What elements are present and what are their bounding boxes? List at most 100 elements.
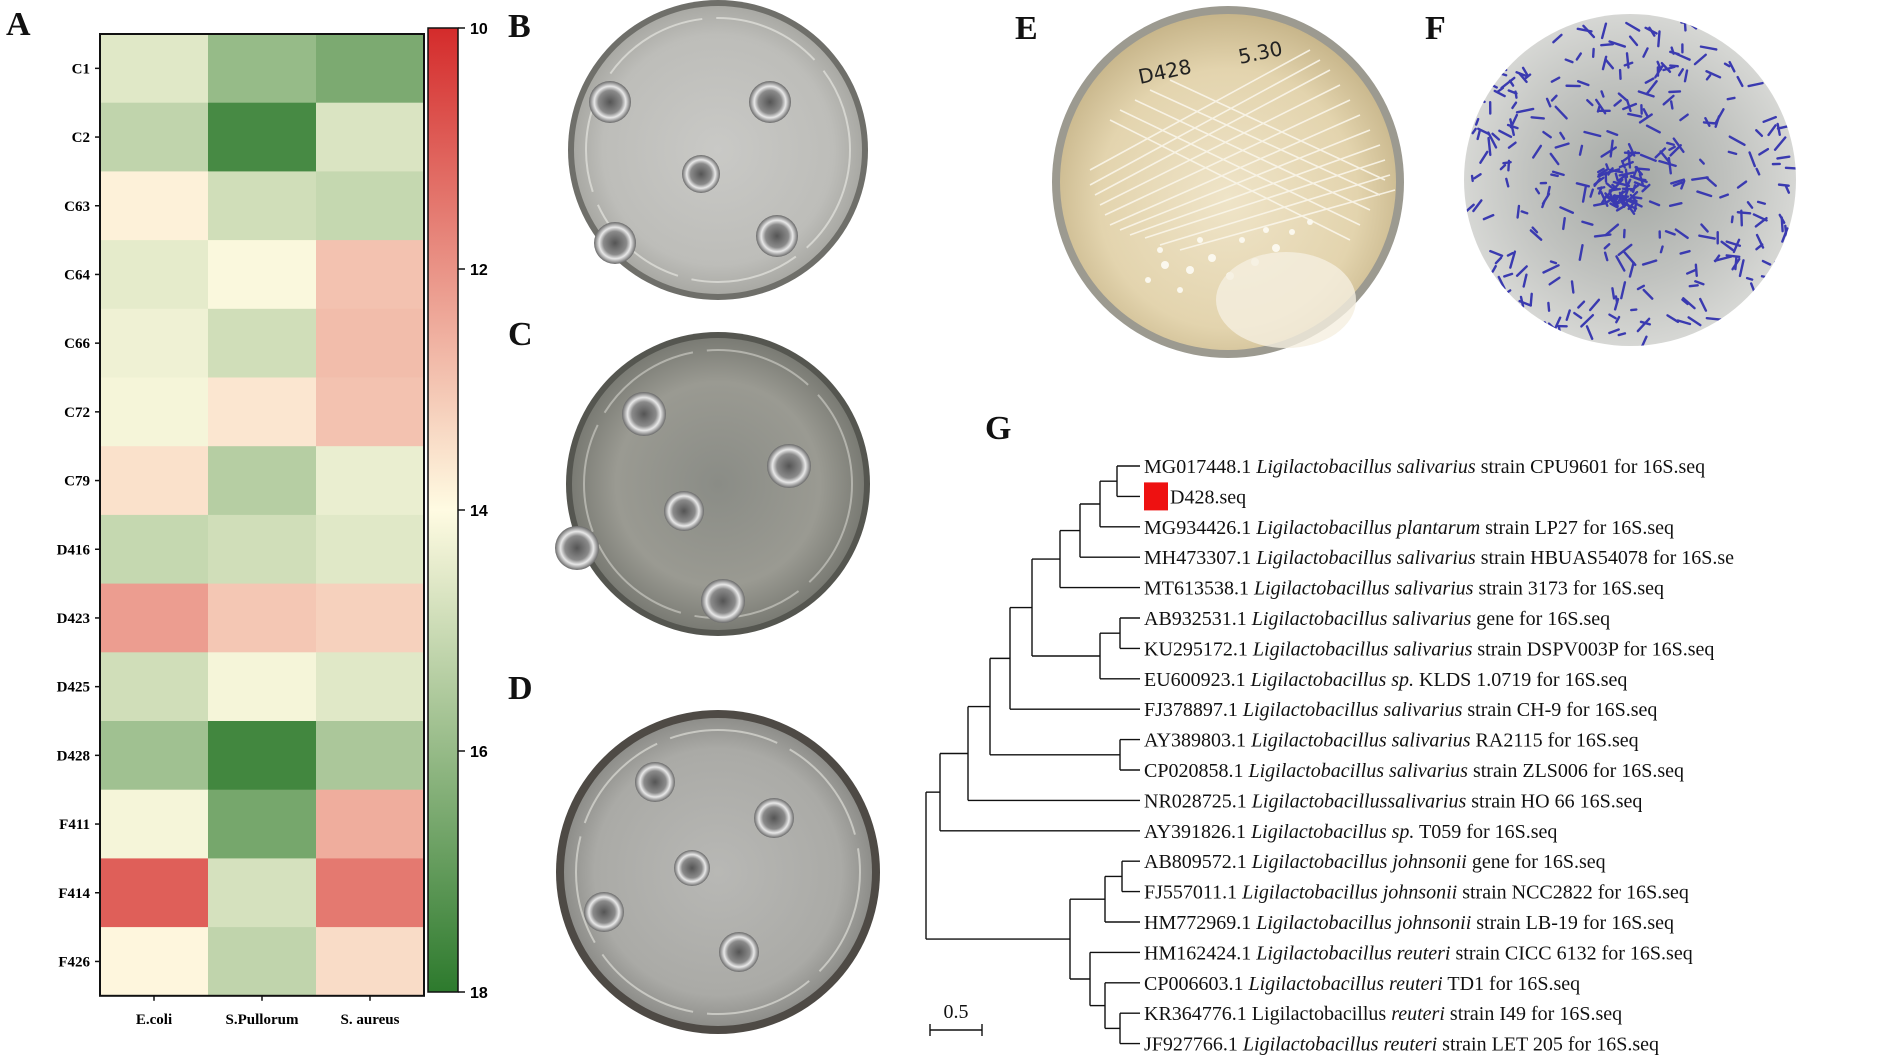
heatmap-cell	[208, 240, 317, 310]
heatmap-cell	[316, 377, 425, 447]
streak-plate-panel: D428 5.30	[1052, 6, 1404, 358]
heatmap-row-label: D425	[57, 680, 90, 696]
heatmap-col-label: S. aureus	[341, 1012, 400, 1028]
well-b2	[749, 81, 791, 123]
tree-leaf-label: D428.seq	[1170, 486, 1246, 508]
heatmap-cell	[316, 721, 425, 791]
heatmap-cell	[208, 789, 317, 859]
heatmap-cell	[100, 377, 209, 447]
heatmap-row-label: C2	[72, 130, 90, 146]
heatmap-cell	[100, 308, 209, 378]
heatmap-cell	[316, 652, 425, 722]
colorbar-tick-label: 10	[470, 21, 488, 38]
heatmap-cell	[316, 927, 425, 997]
heatmap-col-label: S.Pullorum	[226, 1012, 299, 1028]
heatmap-cell	[100, 652, 209, 722]
colorbar-tick-label: 16	[470, 744, 488, 761]
heatmap-cell	[316, 583, 425, 653]
well-d4	[584, 892, 624, 932]
tree-leaf-label: AY391826.1 Ligilactobacillus sp. T059 fo…	[1144, 821, 1557, 843]
tree-leaf-label: KU295172.1 Ligilactobacillus salivarius …	[1144, 638, 1714, 660]
well-c1	[622, 392, 666, 436]
heatmap-cell	[100, 34, 209, 104]
heatmap-cell	[100, 446, 209, 516]
tree-leaf-label: KR364776.1 Ligilactobacillus reuteri str…	[1144, 1003, 1622, 1025]
heatmap-row-label: C72	[64, 405, 90, 421]
heatmap-cell	[100, 102, 209, 172]
well-c3	[664, 491, 704, 531]
heatmap-cell	[316, 240, 425, 310]
panel-label-d: D	[508, 670, 533, 707]
well-b3	[682, 155, 720, 193]
colorbar-tick-label: 12	[470, 262, 488, 279]
heatmap-cell	[316, 446, 425, 516]
scale-bar-label: 0.5	[944, 1001, 969, 1023]
heatmap-row-label: C63	[64, 199, 90, 215]
heatmap-cell	[100, 721, 209, 791]
heatmap-row-label: C1	[72, 61, 90, 77]
panel-label-f: F	[1425, 10, 1446, 47]
well-c2	[767, 444, 811, 488]
heatmap-panel: C1C2C63C64C66C72C79D416D423D425D428F411F…	[57, 21, 488, 1028]
heatmap-cell	[208, 927, 317, 997]
tree-leaf-label: FJ378897.1 Ligilactobacillus salivarius …	[1144, 699, 1657, 721]
heatmap-row-label: D428	[57, 748, 90, 764]
heatmap-cell	[100, 240, 209, 310]
heatmap-cell	[100, 858, 209, 928]
tree-leaf-label: FJ557011.1 Ligilactobacillus johnsonii s…	[1144, 882, 1689, 904]
heatmap-cell	[208, 446, 317, 516]
agar-plate-panels	[555, 0, 880, 1034]
well-c4	[555, 526, 599, 570]
micrograph-panel	[1464, 14, 1796, 346]
heatmap-cell	[316, 171, 425, 241]
well-b1	[589, 81, 631, 123]
well-d1	[635, 762, 675, 802]
tree-leaf-label: MG017448.1 Ligilactobacillus salivarius …	[1144, 456, 1705, 478]
well-d3	[674, 850, 710, 886]
heatmap-cell	[316, 308, 425, 378]
tree-leaf-label: CP020858.1 Ligilactobacillus salivarius …	[1144, 760, 1684, 782]
heatmap-cell	[316, 514, 425, 585]
heatmap-cell	[208, 514, 317, 585]
panel-label-a: A	[6, 6, 31, 43]
well-b4	[594, 222, 636, 264]
tree-leaf-label: AB809572.1 Ligilactobacillus johnsonii g…	[1144, 851, 1606, 873]
colorbar	[427, 27, 459, 993]
heatmap-cell	[316, 789, 425, 859]
well-d2	[754, 798, 794, 838]
highlight-marker	[1144, 482, 1168, 511]
colorbar-tick-label: 14	[470, 503, 488, 520]
heatmap-cell	[100, 789, 209, 859]
tree-leaf-label: HM162424.1 Ligilactobacillus reuteri str…	[1144, 942, 1693, 964]
heatmap-row-label: C79	[64, 474, 90, 490]
colorbar-tick-label: 18	[470, 985, 488, 1002]
panel-label-c: C	[508, 316, 533, 353]
tree-leaf-label: CP006603.1 Ligilactobacillus reuteri TD1…	[1144, 973, 1580, 995]
heatmap-cell	[316, 858, 425, 928]
heatmap-row-label: D423	[57, 611, 90, 627]
heatmap-cell	[208, 858, 317, 928]
tree-leaf-label: HM772969.1 Ligilactobacillus johnsonii s…	[1144, 912, 1674, 934]
heatmap-row-label: F414	[58, 886, 90, 902]
heatmap-cell	[100, 514, 209, 585]
well-b5	[756, 215, 798, 257]
tree-leaf-label: EU600923.1 Ligilactobacillus sp. KLDS 1.…	[1144, 669, 1627, 691]
heatmap-row-label: C64	[64, 267, 90, 283]
heatmap-cell	[208, 377, 317, 447]
plate-b	[568, 0, 868, 300]
heatmap-row-label: F411	[59, 817, 90, 833]
tree-leaf-label: JF927766.1 Ligilactobacillus reuteri str…	[1144, 1034, 1659, 1056]
well-d5	[719, 932, 759, 972]
tree-leaf-label: AB932531.1 Ligilactobacillus salivarius …	[1144, 608, 1610, 630]
heatmap-row-label: D416	[57, 542, 91, 558]
heatmap-cell	[208, 102, 317, 172]
heatmap-cell	[208, 583, 317, 653]
heatmap-cell	[208, 171, 317, 241]
heatmap-cell	[208, 308, 317, 378]
heatmap-cell	[316, 34, 425, 104]
heatmap-cell	[100, 171, 209, 241]
tree-leaf-label: MT613538.1 Ligilactobacillus salivarius …	[1144, 578, 1664, 600]
heatmap-cell	[208, 721, 317, 791]
tree-leaf-label: MG934426.1 Ligilactobacillus plantarum s…	[1144, 517, 1674, 539]
heatmap-row-label: C66	[64, 336, 90, 352]
